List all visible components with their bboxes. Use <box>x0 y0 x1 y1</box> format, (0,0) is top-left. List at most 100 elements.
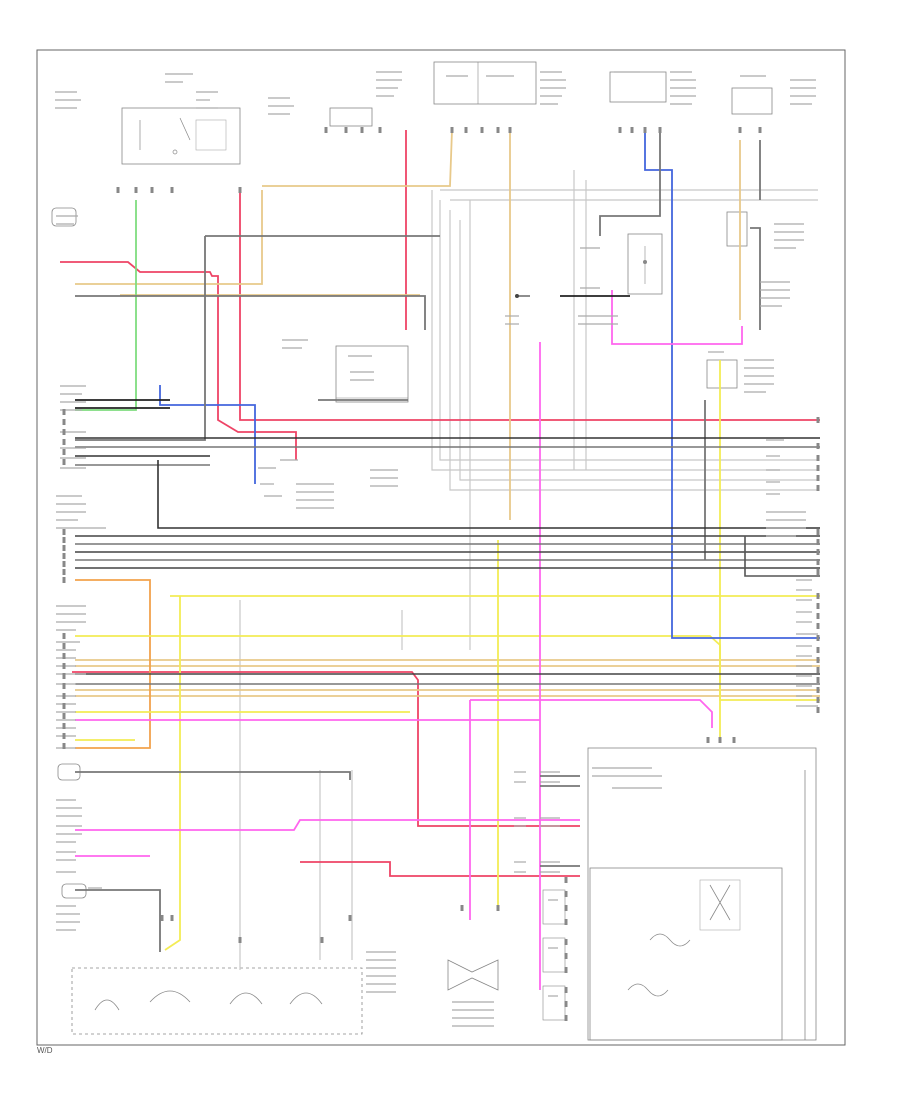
pink-wire <box>470 699 713 728</box>
pin-marker <box>496 905 500 911</box>
pin-marker <box>816 549 820 555</box>
pin-marker <box>62 653 66 659</box>
pin-marker <box>816 667 820 673</box>
pin-marker <box>62 673 66 679</box>
pin-marker <box>348 915 352 921</box>
engine-control-module-connector <box>433 61 537 105</box>
theft-sensor-box <box>329 107 373 127</box>
fuse-block <box>731 87 773 115</box>
pin-marker <box>62 733 66 739</box>
pin-marker <box>816 707 820 713</box>
pin-marker <box>62 537 66 543</box>
pin-marker <box>170 915 174 921</box>
red-wire <box>60 261 297 460</box>
pin-marker <box>618 127 622 133</box>
pin-marker <box>564 967 568 973</box>
pin-marker <box>816 443 820 449</box>
ignition-switch <box>121 107 241 165</box>
pin-markers <box>62 127 820 1021</box>
pin-marker <box>62 633 66 639</box>
red-wire <box>300 861 580 877</box>
transmission-control-module <box>587 747 817 1041</box>
pin-marker <box>816 593 820 599</box>
pin-marker <box>62 419 66 425</box>
pin-marker <box>564 1015 568 1021</box>
security-module-connector <box>609 71 667 103</box>
pin-marker <box>496 127 500 133</box>
pin-marker <box>62 683 66 689</box>
pin-marker <box>62 553 66 559</box>
diagram-border <box>36 49 846 1046</box>
clutch-switch <box>726 211 748 247</box>
lamp-sensor <box>51 207 77 227</box>
pin-marker <box>62 529 66 535</box>
pin-marker <box>460 905 464 911</box>
pin-marker <box>758 127 762 133</box>
pin-marker <box>134 187 138 193</box>
pin-marker <box>62 561 66 567</box>
pin-marker <box>238 937 242 943</box>
pin-marker <box>238 187 242 193</box>
pin-marker <box>643 127 647 133</box>
pin-marker <box>62 663 66 669</box>
pin-marker <box>564 919 568 925</box>
pin-marker <box>816 485 820 491</box>
pin-marker <box>816 465 820 471</box>
pin-marker <box>170 187 174 193</box>
starter-relay <box>627 233 663 295</box>
yellow-wire <box>75 635 721 740</box>
blue-wire <box>644 130 820 639</box>
pin-marker <box>62 577 66 583</box>
gray-wire <box>75 236 206 441</box>
pin-marker <box>564 939 568 945</box>
pin-marker <box>816 603 820 609</box>
pin-marker <box>62 713 66 719</box>
pin-marker <box>564 891 568 897</box>
pin-marker <box>658 127 662 133</box>
pin-marker <box>360 127 364 133</box>
pin-marker <box>816 559 820 565</box>
pin-marker <box>816 569 820 575</box>
pin-marker <box>62 449 66 455</box>
pin-marker <box>480 127 484 133</box>
gray-wire <box>75 771 351 780</box>
module-connector-pins <box>542 889 566 1021</box>
pin-marker <box>564 987 568 993</box>
pin-marker <box>564 905 568 911</box>
pin-marker <box>450 127 454 133</box>
pin-marker <box>324 127 328 133</box>
pin-marker <box>816 417 820 423</box>
pin-marker <box>816 687 820 693</box>
pin-marker <box>160 915 164 921</box>
pin-marker <box>738 127 742 133</box>
pin-marker <box>62 703 66 709</box>
pin-marker <box>816 613 820 619</box>
footer-code: W/D <box>37 1046 53 1055</box>
ground-terminal <box>515 294 530 298</box>
pin-marker <box>706 737 710 743</box>
green-wire <box>75 200 137 411</box>
red-wire <box>239 190 820 421</box>
pink-wire <box>75 819 580 831</box>
speed-sensor <box>447 959 499 991</box>
pin-marker <box>732 737 736 743</box>
pin-marker <box>508 127 512 133</box>
gray-wire <box>750 227 761 330</box>
label-marks <box>55 71 818 1027</box>
pin-marker <box>816 529 820 535</box>
pin-marker <box>564 1001 568 1007</box>
pin-marker <box>816 635 820 641</box>
pin-marker <box>630 127 634 133</box>
pin-marker <box>62 545 66 551</box>
dark-harness <box>75 437 820 685</box>
pin-marker <box>816 657 820 663</box>
gray-wire-bundle <box>239 170 818 970</box>
pin-marker <box>344 127 348 133</box>
pin-marker <box>718 737 722 743</box>
pin-marker <box>564 877 568 883</box>
blue-wire <box>159 385 256 484</box>
pin-marker <box>816 475 820 481</box>
yellow-wire <box>164 596 181 951</box>
